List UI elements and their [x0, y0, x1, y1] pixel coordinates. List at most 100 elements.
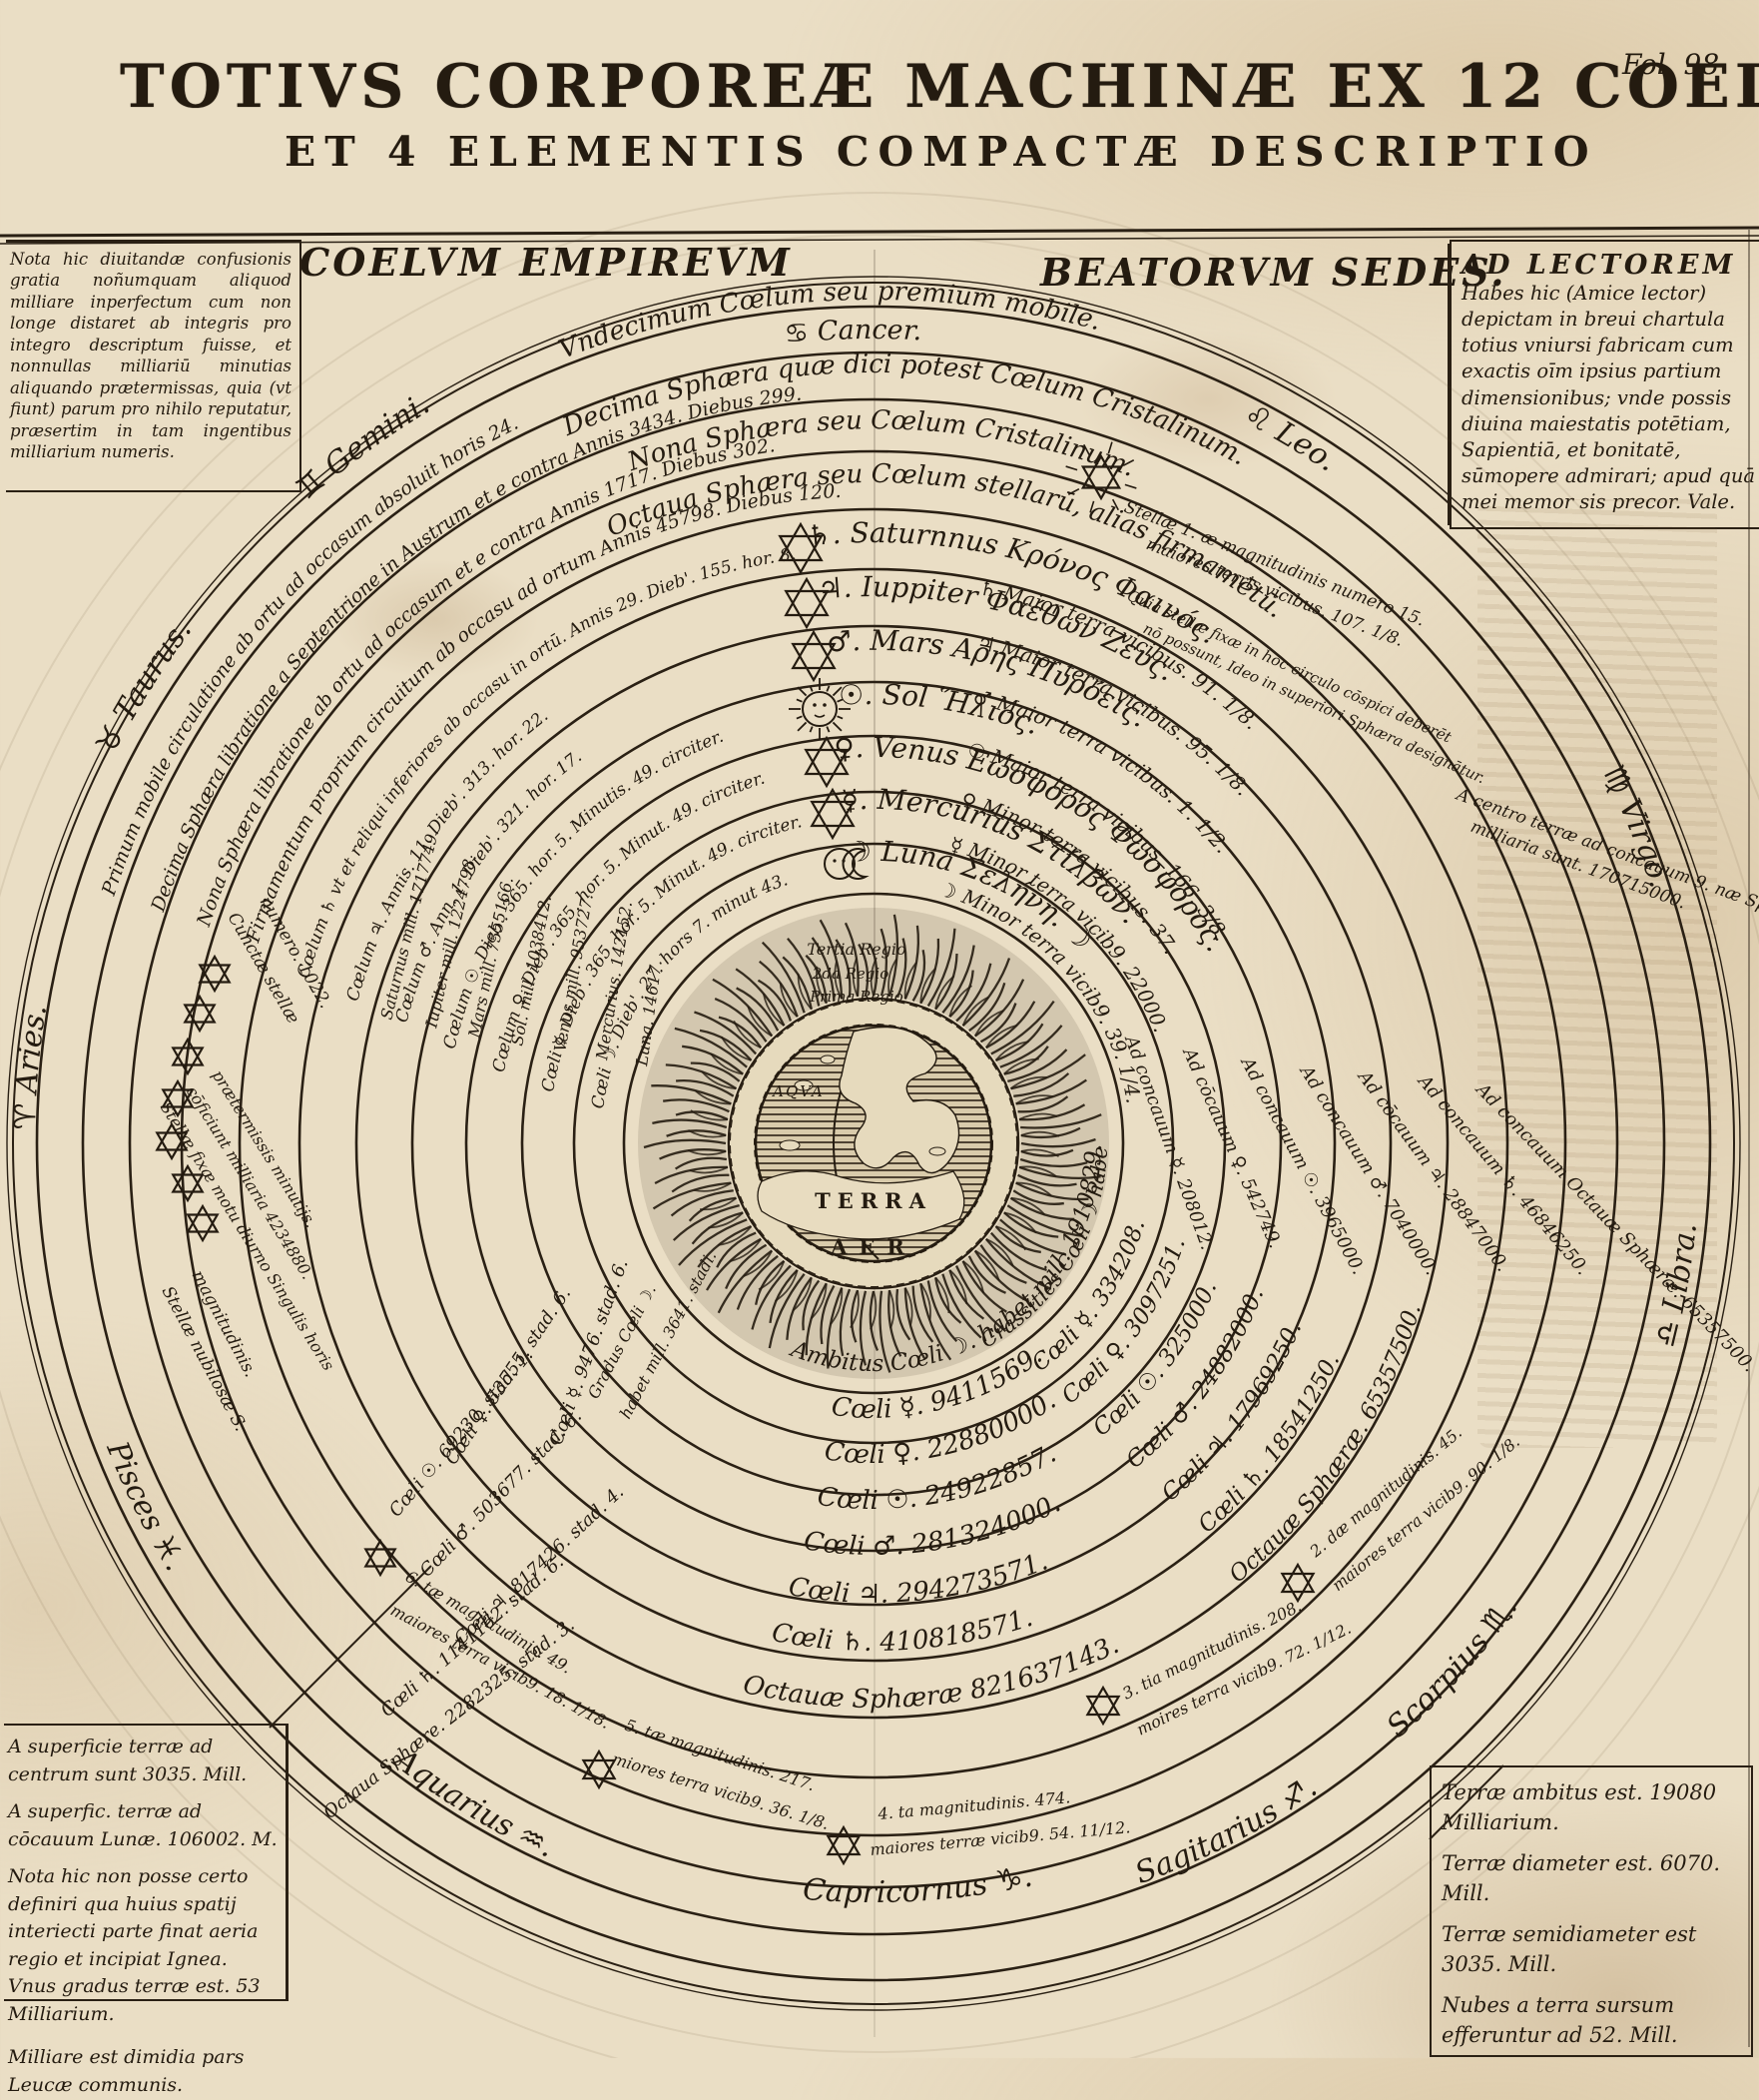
flame-stroke [989, 1231, 1047, 1272]
sun-eye [823, 703, 827, 707]
flame-stroke [934, 975, 955, 1010]
flame-stroke [1019, 1157, 1088, 1168]
flame-stroke [718, 1225, 753, 1246]
fixed-star-icon [161, 1078, 195, 1108]
aer-ring-edge [729, 999, 1018, 1288]
note-top-left-text: Nota hic diuitandæ confusionis gratia no… [10, 250, 292, 461]
flame-stroke [1006, 1204, 1084, 1238]
moon-eye [833, 859, 837, 863]
flame-stroke [755, 1259, 786, 1305]
flame-stroke [768, 1273, 806, 1349]
flame-stroke [870, 1290, 878, 1330]
label-ambitus-saturni: Cœli ♄. 410818571. [770, 1603, 1036, 1658]
flame-stroke [973, 1010, 1004, 1037]
flame-stroke [687, 1149, 727, 1156]
flame-stroke [716, 1231, 757, 1268]
zodiac-aries: ♈ Aries. [8, 1002, 54, 1130]
flame-stroke [1020, 1148, 1060, 1157]
region-label: 2da Regio [812, 965, 888, 983]
flame-stroke [802, 1279, 821, 1331]
note-br-line3: Terræ semidiameter est 3035. Mill. [1442, 1921, 1697, 1977]
globe-island [928, 1146, 946, 1156]
flame-stroke [805, 954, 828, 1004]
flame-stroke [710, 1052, 744, 1075]
flame-stroke [868, 943, 879, 997]
aer-label: AER [830, 1234, 916, 1259]
zodiac-capricornus: Capricornus ♑. [802, 1858, 1035, 1910]
flame-stroke [999, 1025, 1063, 1068]
jupiter-star-icon [784, 576, 830, 617]
aer-ring [730, 1000, 1017, 1287]
flame-stroke [911, 1285, 934, 1343]
flame-stroke [1020, 1126, 1081, 1139]
flame-stroke [718, 1016, 763, 1049]
flame-stroke [674, 1156, 728, 1170]
flame-stroke [700, 1197, 738, 1211]
sphere-circle [354, 624, 1393, 1663]
flame-stroke [826, 1287, 844, 1369]
flame-stroke [887, 1290, 902, 1357]
crescent-icon [842, 848, 870, 880]
flame-stroke [689, 1166, 729, 1174]
sphere-circle [572, 842, 1175, 1445]
sun-ray [826, 685, 831, 692]
flame-stroke [869, 1290, 880, 1351]
flame-stroke [792, 1277, 813, 1312]
fixed-star-icon [155, 1121, 189, 1151]
jupiter-star-icon [784, 589, 830, 630]
flame-stroke [994, 1225, 1041, 1254]
flame-stroke [659, 1148, 727, 1160]
flame-stroke [934, 1277, 962, 1324]
flame-stroke [665, 1063, 738, 1090]
ad-lectorem-title: AD LECTOREM [1462, 250, 1737, 281]
flame-stroke [652, 1181, 732, 1210]
flame-stroke [948, 1269, 985, 1320]
flame-stroke [694, 1011, 758, 1055]
fixed-star-icon [183, 994, 217, 1024]
folio-label: Fol. 98 [1622, 48, 1720, 81]
flame-stroke [682, 1045, 744, 1075]
flame-stroke [919, 1283, 952, 1361]
flame-stroke [662, 1098, 730, 1113]
flame-stroke [934, 1276, 950, 1314]
flame-stroke [1018, 1165, 1057, 1177]
terra-label: TERRA [815, 1188, 932, 1213]
bleed-arc [0, 192, 1759, 2058]
flame-stroke [879, 1290, 891, 1373]
star-5mag-icon [581, 1749, 617, 1780]
flame-stroke [948, 1269, 968, 1304]
flame-stroke [919, 1282, 931, 1321]
star-ray [1083, 443, 1091, 456]
globe-continents [839, 1026, 960, 1174]
fixed-star-icon [186, 1213, 220, 1243]
flame-stroke [697, 1224, 752, 1268]
flame-stroke [1017, 1173, 1077, 1187]
label-4mag-1: 4. ta magnitudinis. 474. [877, 1787, 1071, 1823]
flame-stroke [1015, 1094, 1054, 1105]
flame-stroke [674, 1027, 748, 1068]
flame-stroke [1010, 1053, 1086, 1090]
flame-stroke [654, 1165, 728, 1184]
flame-stroke [852, 958, 859, 998]
note-bl-line1: A superficie terræ ad centrum sunt 3035.… [8, 1736, 248, 1785]
flame-stroke [985, 1237, 1014, 1267]
flame-stroke [999, 1218, 1066, 1256]
flame-stroke [820, 1285, 836, 1345]
flame-stroke [761, 941, 806, 1014]
flame-stroke [1003, 1057, 1039, 1075]
label-adconcavum-octavae: Ad concauum Octauæ Sphæræ. 65357500. [1470, 1077, 1759, 1376]
zodiac-capricornus: Capricornus ♑. [802, 1858, 1035, 1910]
flame-stroke [717, 1249, 773, 1314]
flame-stroke [769, 1269, 799, 1323]
flame-stroke [903, 962, 917, 1000]
flame-stroke [974, 979, 1025, 1038]
sun-eye [813, 703, 817, 707]
star-4mag-icon [826, 1824, 862, 1856]
flame-stroke [725, 1243, 768, 1290]
mars-star-icon [791, 642, 837, 683]
flame-stroke [671, 1173, 730, 1193]
label-adconcavum-solis: Ad concauum ☉. 3965000. [1236, 1052, 1370, 1278]
flame-stroke [651, 1084, 732, 1105]
sphere-circle [128, 397, 1619, 1889]
flame-stroke [1003, 1046, 1049, 1075]
